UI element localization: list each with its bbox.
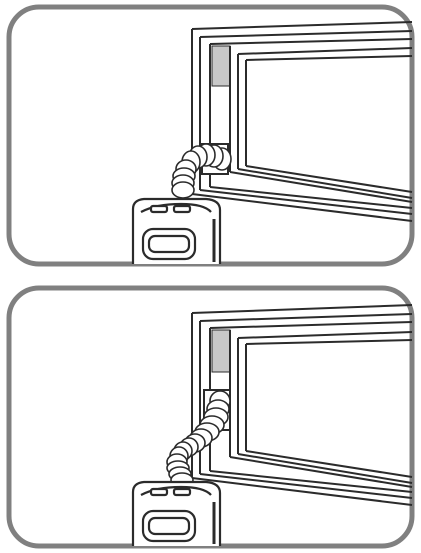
portable-ac-unit bbox=[133, 199, 220, 264]
illustration-panel-2 bbox=[6, 285, 415, 549]
portable-ac-unit bbox=[133, 482, 220, 546]
window-slider-panel bbox=[212, 46, 230, 86]
window-slider-panel bbox=[212, 330, 230, 372]
panel-1-drawing bbox=[6, 4, 415, 267]
illustration-panel-1 bbox=[6, 4, 415, 267]
panel-2-drawing bbox=[6, 285, 415, 549]
